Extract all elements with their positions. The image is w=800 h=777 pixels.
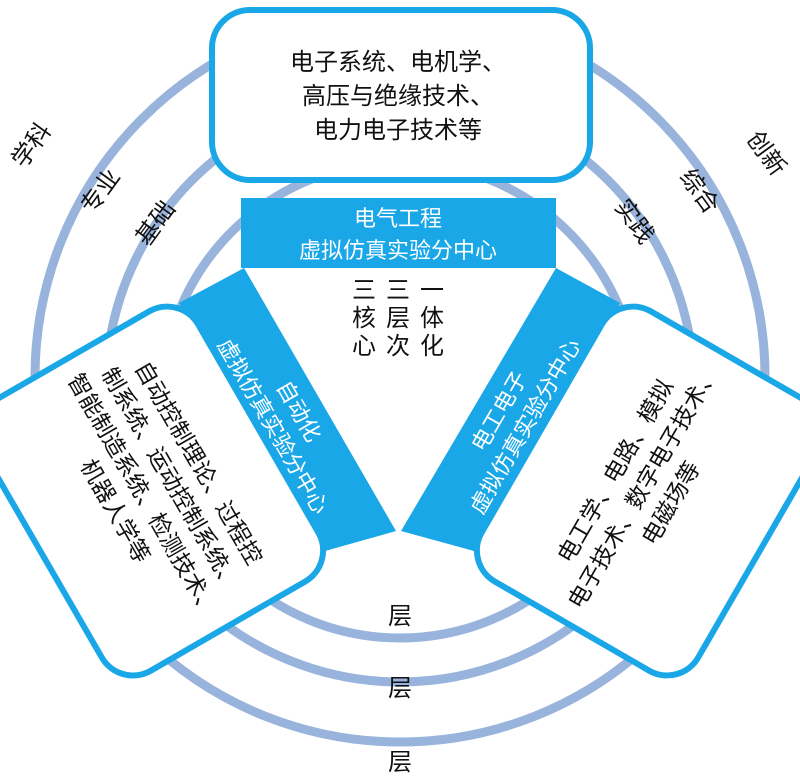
middle-ring-right-label: 综合 [674, 164, 725, 219]
top-box-line-3: 电力电子技术等 [314, 116, 482, 144]
outer-ring-left-label: 学科 [6, 118, 57, 173]
middle-ring-left-label: 专业 [75, 164, 126, 219]
core-column-1: 三核心 [352, 276, 376, 360]
outer-ring-bottom-label: 层 [388, 748, 412, 776]
core-column-3: 一体化 [420, 276, 444, 360]
center-top-line-1: 电气工程 [354, 207, 442, 232]
outer-ring-right-label: 创新 [741, 126, 792, 181]
inner-ring-bottom-label: 层 [388, 602, 412, 630]
right-box [473, 303, 800, 679]
top-box-line-1: 电子系统、电机学、 [290, 48, 506, 76]
center-band-left [179, 268, 396, 551]
top-box-line-2: 高压与绝缘技术、 [302, 82, 494, 110]
middle-ring-bottom-label: 层 [388, 674, 412, 702]
center-top-line-2: 虚拟仿真实验分中心 [299, 239, 497, 264]
center-band-top [241, 198, 556, 268]
top-box [209, 7, 593, 183]
center-band-right [401, 268, 620, 551]
left-box [0, 303, 327, 679]
core-column-2: 三层次 [386, 276, 410, 360]
